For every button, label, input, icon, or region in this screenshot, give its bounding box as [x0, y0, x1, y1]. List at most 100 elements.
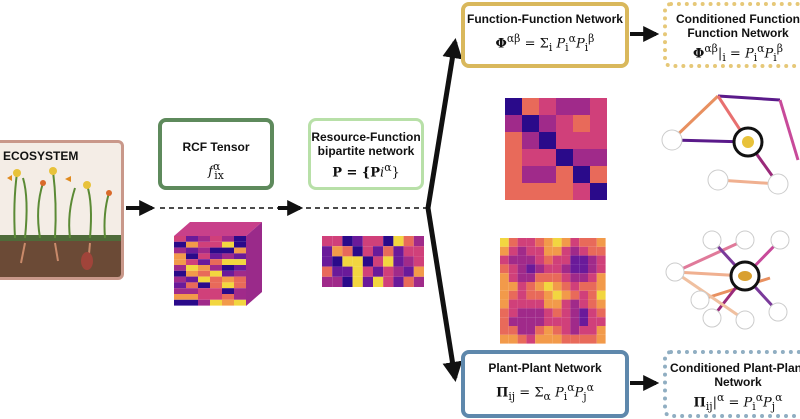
heatmap-cell	[590, 115, 607, 132]
heatmap-cell	[561, 273, 571, 282]
heatmap-cell	[588, 334, 597, 344]
heatmap-cell	[508, 308, 518, 318]
heatmap-cell	[556, 98, 573, 115]
conditioned-function-box: Conditioned Function Function Network Φα…	[663, 2, 800, 68]
heatmap-cell	[517, 334, 527, 344]
heatmap-cell	[342, 236, 353, 247]
heatmap-cell	[544, 282, 553, 291]
heatmap-cell	[505, 183, 522, 200]
heatmap-cell	[517, 264, 527, 274]
heatmap-cell	[573, 98, 590, 115]
heatmap-cell	[393, 256, 404, 267]
heatmap-cell	[590, 132, 607, 149]
heatmap-cell	[596, 246, 606, 256]
heatmap-cell	[596, 238, 606, 247]
arrow-branch-down	[425, 207, 463, 382]
heatmap-cell	[596, 308, 606, 318]
ff-network-formula: Φαβ = Σi PiαPiβ	[495, 32, 595, 54]
rf-network-title-2: bipartite network	[317, 144, 415, 158]
rcf-tensor-box: RCF Tensor fαix	[158, 118, 274, 190]
ecosystem-illustration	[0, 167, 121, 277]
ecosystem-title: ECOSYSTEM	[3, 149, 79, 163]
heatmap-cell	[373, 246, 384, 257]
function-function-matrix	[505, 98, 607, 200]
heatmap-cell	[552, 334, 562, 344]
heatmap-cell	[556, 166, 573, 183]
heatmap-cell	[573, 166, 590, 183]
heatmap-cell	[552, 273, 562, 282]
heatmap-cell	[352, 256, 363, 267]
heatmap-cell	[561, 299, 571, 309]
heatmap-cell	[393, 266, 404, 277]
heatmap-cell	[579, 334, 588, 344]
heatmap-cell	[517, 246, 527, 256]
heatmap-cell	[332, 236, 343, 247]
heatmap-cell	[332, 266, 343, 277]
heatmap-cell	[552, 264, 562, 274]
rf-network-formula: P = {Piα}	[332, 161, 400, 181]
heatmap-cell	[500, 238, 509, 247]
heatmap-cell	[544, 238, 553, 247]
heatmap-cell	[570, 273, 580, 282]
heatmap-cell	[596, 264, 606, 274]
heatmap-cell	[579, 326, 588, 335]
heatmap-cell	[544, 308, 553, 318]
heatmap-cell	[332, 256, 343, 267]
pp-network-title: Plant-Plant Network	[488, 361, 602, 375]
heatmap-cell	[544, 317, 553, 326]
heatmap-cell	[517, 282, 527, 291]
heatmap-cell	[505, 132, 522, 149]
heatmap-cell	[526, 255, 536, 265]
heatmap-cell	[526, 246, 536, 256]
heatmap-cell	[517, 238, 527, 247]
heatmap-cell	[544, 290, 553, 300]
heatmap-cell	[342, 246, 353, 257]
heatmap-cell	[590, 166, 607, 183]
heatmap-cell	[522, 183, 539, 200]
conditioned-function-title-2: Function Network	[687, 26, 789, 40]
conditioned-plant-formula: Πij|α = PiαPjα	[693, 391, 783, 413]
heatmap-cell	[570, 317, 580, 326]
heatmap-cell	[561, 282, 571, 291]
heatmap-cell	[403, 256, 414, 267]
heatmap-cell	[570, 326, 580, 335]
heatmap-cell	[552, 308, 562, 318]
heatmap-cell	[383, 236, 394, 247]
heatmap-cell	[570, 290, 580, 300]
rf-network-box: Resource-Function bipartite network P = …	[308, 118, 424, 190]
heatmap-cell	[535, 273, 544, 282]
heatmap-cell	[579, 290, 588, 300]
heatmap-cell	[552, 290, 562, 300]
heatmap-cell	[526, 290, 536, 300]
heatmap-cell	[373, 236, 384, 247]
heatmap-cell	[535, 290, 544, 300]
heatmap-cell	[383, 266, 394, 277]
heatmap-cell	[556, 115, 573, 132]
heatmap-cell	[570, 334, 580, 344]
heatmap-cell	[588, 246, 597, 256]
heatmap-cell	[526, 282, 536, 291]
heatmap-cell	[579, 255, 588, 265]
heatmap-cell	[526, 308, 536, 318]
heatmap-cell	[526, 273, 536, 282]
heatmap-cell	[508, 282, 518, 291]
heatmap-cell	[590, 149, 607, 166]
bipartite-matrix	[322, 236, 424, 287]
heatmap-cell	[579, 246, 588, 256]
heatmap-cell	[588, 264, 597, 274]
heatmap-cell	[500, 290, 509, 300]
ff-network-box: Function-Function Network Φαβ = Σi PiαPi…	[461, 2, 629, 68]
heatmap-cell	[332, 276, 343, 287]
heatmap-cell	[362, 246, 373, 257]
heatmap-cell	[505, 98, 522, 115]
heatmap-cell	[535, 238, 544, 247]
ff-network-title: Function-Function Network	[467, 12, 623, 26]
heatmap-cell	[373, 276, 384, 287]
heatmap-cell	[526, 317, 536, 326]
heatmap-cell	[526, 326, 536, 335]
heatmap-cell	[322, 256, 333, 267]
heatmap-cell	[539, 115, 556, 132]
heatmap-cell	[352, 236, 363, 247]
heatmap-cell	[500, 326, 509, 335]
heatmap-cell	[535, 326, 544, 335]
